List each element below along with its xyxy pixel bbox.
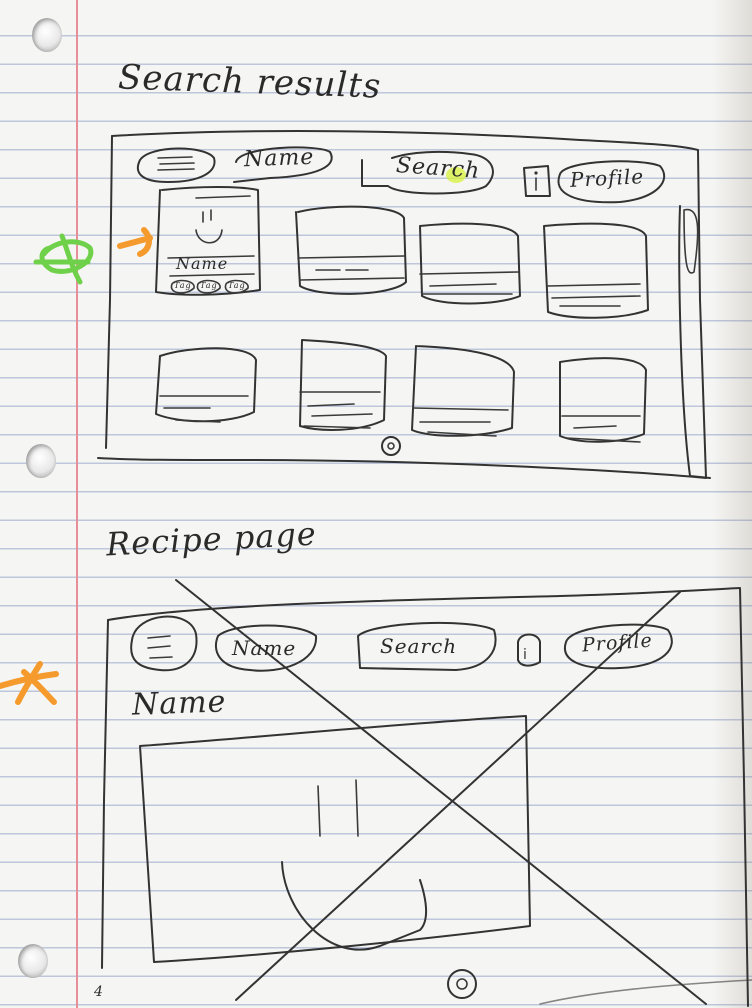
page-dot-icon[interactable] <box>381 436 401 456</box>
yellow-highlight-mark <box>446 167 466 183</box>
recipe-page-frame <box>101 587 749 1007</box>
binder-hole-bottom <box>18 944 48 978</box>
tag-chip[interactable] <box>196 279 221 294</box>
tag-label: Tag <box>228 281 246 290</box>
search-name-button[interactable]: Name <box>243 144 315 173</box>
recipe-profile-outline <box>563 623 673 670</box>
search-menu-button[interactable] <box>136 147 216 183</box>
orange-marker-mark <box>0 661 59 705</box>
result-card[interactable] <box>299 339 387 431</box>
result-card[interactable] <box>543 222 649 319</box>
recipe-search-button[interactable]: Search <box>380 634 458 658</box>
page-dot-icon[interactable] <box>447 969 477 999</box>
recipe-name-button[interactable]: Name <box>232 636 297 660</box>
recipe-title: Name <box>131 684 227 723</box>
search-results-frame <box>97 130 711 479</box>
result-card[interactable] <box>559 357 647 443</box>
margin-line <box>76 0 78 1008</box>
cross-out-mark <box>175 579 707 1005</box>
search-profile-button[interactable]: Profile <box>569 164 645 192</box>
page-number: 4 <box>94 984 104 1000</box>
hamburger-menu-icon <box>147 635 173 659</box>
result-card[interactable] <box>419 222 521 305</box>
image-placeholder-icon <box>195 209 223 244</box>
tag-chip[interactable] <box>170 279 195 294</box>
recipe-name-box-outline <box>214 624 318 672</box>
recipe-info-icon[interactable]: i <box>517 633 541 667</box>
result-card[interactable] <box>411 345 515 437</box>
recipe-image-box <box>139 715 531 963</box>
search-name-box-outline <box>233 146 333 183</box>
binder-hole-middle <box>26 444 56 478</box>
svg-text:i: i <box>523 647 527 663</box>
hamburger-menu-icon <box>157 156 195 171</box>
tag-label: Tag <box>200 281 218 290</box>
tag-chip[interactable] <box>224 279 249 294</box>
search-info-icon[interactable] <box>523 165 551 197</box>
orange-marker-mark <box>117 227 153 257</box>
search-box-outline <box>361 150 494 195</box>
green-marker-mark <box>33 233 94 285</box>
recipe-menu-button[interactable] <box>130 615 198 672</box>
result-card[interactable] <box>155 347 257 423</box>
tag-label: Tag <box>174 281 192 290</box>
image-placeholder-icon <box>281 779 427 951</box>
result-card[interactable] <box>295 205 407 295</box>
featured-card[interactable] <box>155 186 261 296</box>
recipe-search-box-outline <box>357 621 497 671</box>
search-profile-outline <box>557 160 666 204</box>
binder-hole-top <box>32 18 62 52</box>
featured-card-name: Name <box>176 254 229 273</box>
